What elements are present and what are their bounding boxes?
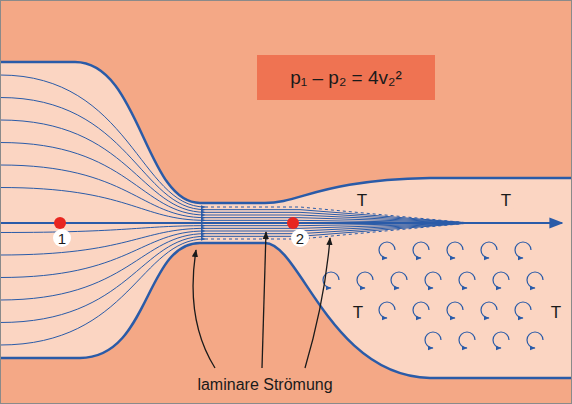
formula-box: p₁ – p₂ = 4v₂²: [257, 55, 435, 100]
eddy-arrow: [413, 242, 429, 258]
eddy-arrow: [425, 332, 441, 348]
streamline: [205, 223, 470, 231]
eddy-arrow: [493, 332, 509, 348]
eddy-arrow: [459, 272, 475, 288]
eddy-arrow: [447, 242, 463, 258]
streamline: [205, 223, 470, 234]
eddy-arrow: [379, 242, 395, 258]
formula-text: p₁ – p₂ = 4v₂²: [290, 67, 401, 89]
streamlines: [0, 75, 470, 345]
turbulence-label: T: [498, 191, 514, 210]
streamline: [205, 223, 470, 236]
leader-arrow: [262, 232, 266, 368]
eddy-arrow: [391, 272, 407, 288]
eddy-arrow: [493, 272, 509, 288]
streamline: [0, 236, 205, 322]
streamline: [205, 212, 470, 223]
eddy-arrow: [481, 242, 497, 258]
streamline: [0, 75, 205, 207]
streamline: [0, 228, 205, 255]
eddy-arrow: [357, 272, 373, 288]
turbulence-label: T: [350, 303, 366, 322]
callout-number: 2: [291, 229, 309, 247]
streamline: [205, 210, 470, 223]
streamline: [205, 215, 470, 223]
vessel-lumen: [0, 62, 572, 378]
streamline: [205, 223, 470, 239]
streamline: [0, 98, 205, 210]
eddy-arrow: [425, 272, 441, 288]
eddy-arrow: [413, 302, 429, 318]
turbulence-label: T: [354, 191, 370, 210]
turbulent-eddies: [323, 242, 543, 348]
measure-point: [54, 217, 66, 229]
eddy-arrow: [527, 332, 543, 348]
streamline: [0, 226, 205, 233]
callout-number: 1: [53, 229, 71, 247]
eddy-arrow: [379, 302, 395, 318]
streamline: [205, 207, 470, 223]
leader-arrow: [193, 250, 215, 368]
eddy-arrow: [515, 242, 531, 258]
vessel-wall-bottom: [0, 243, 572, 378]
streamline: [0, 188, 205, 221]
flow-label: laminare Strömung: [194, 376, 335, 394]
eddy-arrow: [527, 272, 543, 288]
eddy-arrow: [459, 332, 475, 348]
eddy-arrow: [515, 302, 531, 318]
measure-point: [287, 217, 299, 229]
streamline: [0, 143, 205, 216]
eddy-arrow: [481, 302, 497, 318]
eddy-arrow: [447, 302, 463, 318]
flow-axis: [0, 222, 562, 224]
leader-arrow: [305, 238, 330, 368]
turbulence-label: T: [548, 303, 564, 322]
